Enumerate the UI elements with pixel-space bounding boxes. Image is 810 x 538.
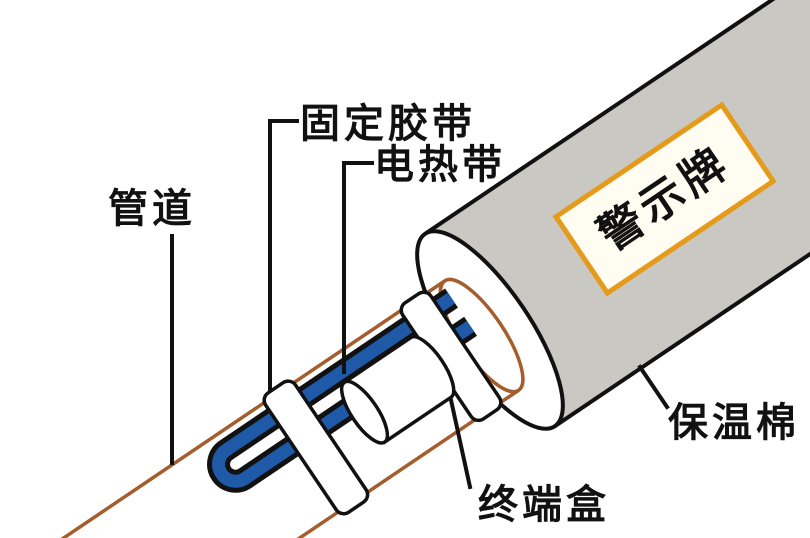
fixing-tape-leader-line <box>268 119 299 392</box>
insulation-label: 保温棉 <box>668 401 800 445</box>
heating-cable-label: 电热带 <box>374 143 506 187</box>
heating-cable <box>212 292 475 488</box>
heating-cable-leader-line <box>342 161 374 374</box>
terminal-box-leader-line <box>448 397 473 490</box>
pipe-label: 管道 <box>108 187 196 231</box>
insulation-top-edge <box>424 0 810 236</box>
terminal-box-end-face <box>339 379 390 445</box>
terminal-box-label: 终端盒 <box>478 483 610 527</box>
warning-sign-plate <box>552 101 777 297</box>
insulation-bottom-edge <box>553 0 810 428</box>
fixing-tape-label: 固定胶带 <box>300 102 476 146</box>
insulation-leader-line <box>637 364 670 410</box>
fixing-tape-band-1 <box>262 379 370 516</box>
